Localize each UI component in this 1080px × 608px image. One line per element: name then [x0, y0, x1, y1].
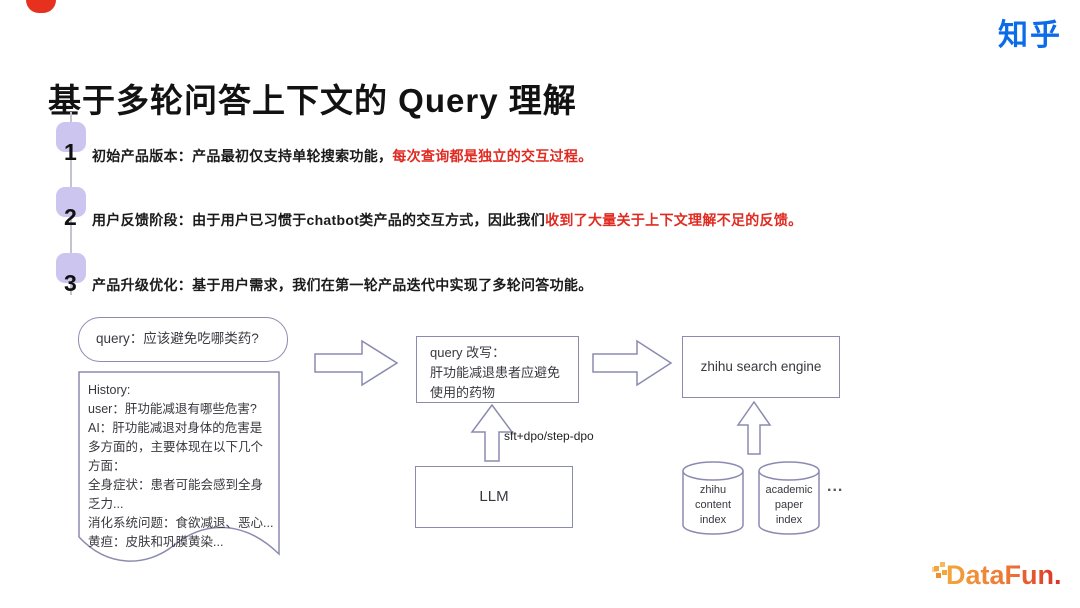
datafun-logo: DataFun.: [946, 560, 1062, 590]
step-text-black: 用户反馈阶段：由于用户已习惯于chatbot类产品的交互方式，因此我们: [92, 212, 546, 228]
page-title: 基于多轮问答上下文的 Query 理解: [48, 82, 577, 119]
step-number: 1: [64, 139, 77, 165]
step-marker-square: [56, 187, 86, 217]
arrow-up-icon: [470, 404, 514, 462]
cylinder-line: content: [694, 499, 732, 511]
cylinder-line: index: [699, 514, 727, 526]
cylinder-line: index: [775, 514, 803, 526]
history-document-shape: [78, 371, 280, 562]
rewrite-line: 肝功能减退患者应避免: [430, 365, 561, 380]
timeline-item-3: 产品升级优化：基于用户需求，我们在第一轮产品迭代中实现了多轮问答功能。: [92, 275, 593, 295]
query-box: query：应该避免吃哪类药?: [78, 317, 288, 362]
history-line: AI：肝功能减退对身体的危害是多方面的，主要体现在以下几个方面：: [88, 421, 264, 473]
step-marker-square: [56, 253, 86, 283]
zhihu-content-index-label: zhihu content index: [681, 483, 745, 528]
database-cylinder-icon: [758, 461, 820, 535]
query-rewrite-box: query 改写： 肝功能减退患者应避免 使用的药物: [416, 336, 579, 403]
more-indexes-ellipsis: ...: [827, 478, 844, 495]
step-number: 2: [64, 204, 77, 230]
cylinder-line: paper: [774, 499, 804, 511]
datafun-pixel-dots-icon: [934, 566, 939, 571]
zhihu-logo: 知乎: [998, 19, 1062, 52]
academic-paper-index-label: academic paper index: [757, 483, 821, 528]
timeline-item-1: 初始产品版本：产品最初仅支持单轮搜索功能，每次查询都是独立的交互过程。: [92, 146, 593, 166]
search-engine-box: zhihu search engine: [682, 336, 840, 398]
history-line: user：肝功能减退有哪些危害?: [88, 402, 257, 416]
history-box: History: user：肝功能减退有哪些危害? AI：肝功能减退对身体的危害…: [88, 381, 274, 552]
history-line: 消化系统问题：食欲减退、恶心...: [88, 516, 274, 530]
arrow-up-icon: [736, 401, 772, 455]
step-text-red: 每次查询都是独立的交互过程。: [392, 148, 593, 164]
step-text-black: 产品升级优化：基于用户需求，我们在第一轮产品迭代中实现了多轮问答功能。: [92, 277, 593, 293]
history-line: History:: [88, 383, 131, 397]
rewrite-line: 使用的药物: [430, 385, 496, 400]
step-number: 3: [64, 270, 77, 296]
history-line: 黄疸：皮肤和巩膜黄染...: [88, 535, 224, 549]
timeline-item-2: 用户反馈阶段：由于用户已习惯于chatbot类产品的交互方式，因此我们收到了大量…: [92, 210, 802, 230]
database-cylinder-icon: [682, 461, 744, 535]
rewrite-line: query 改写：: [430, 345, 506, 360]
cylinder-line: academic: [765, 484, 813, 496]
cylinder-line: zhihu: [699, 484, 727, 496]
step-text-red: 收到了大量关于上下文理解不足的反馈。: [545, 212, 803, 228]
step-text-black: 初始产品版本：产品最初仅支持单轮搜索功能，: [92, 148, 393, 164]
llm-box: LLM: [415, 466, 573, 528]
history-line: 全身症状：患者可能会感到全身乏力...: [88, 478, 264, 511]
step-marker-square: [56, 122, 86, 152]
red-notch-decoration: [26, 0, 56, 13]
arrow-right-icon: [592, 339, 673, 387]
arrow-right-icon: [314, 339, 399, 387]
training-method-label: sft+dpo/step-dpo: [504, 429, 594, 443]
